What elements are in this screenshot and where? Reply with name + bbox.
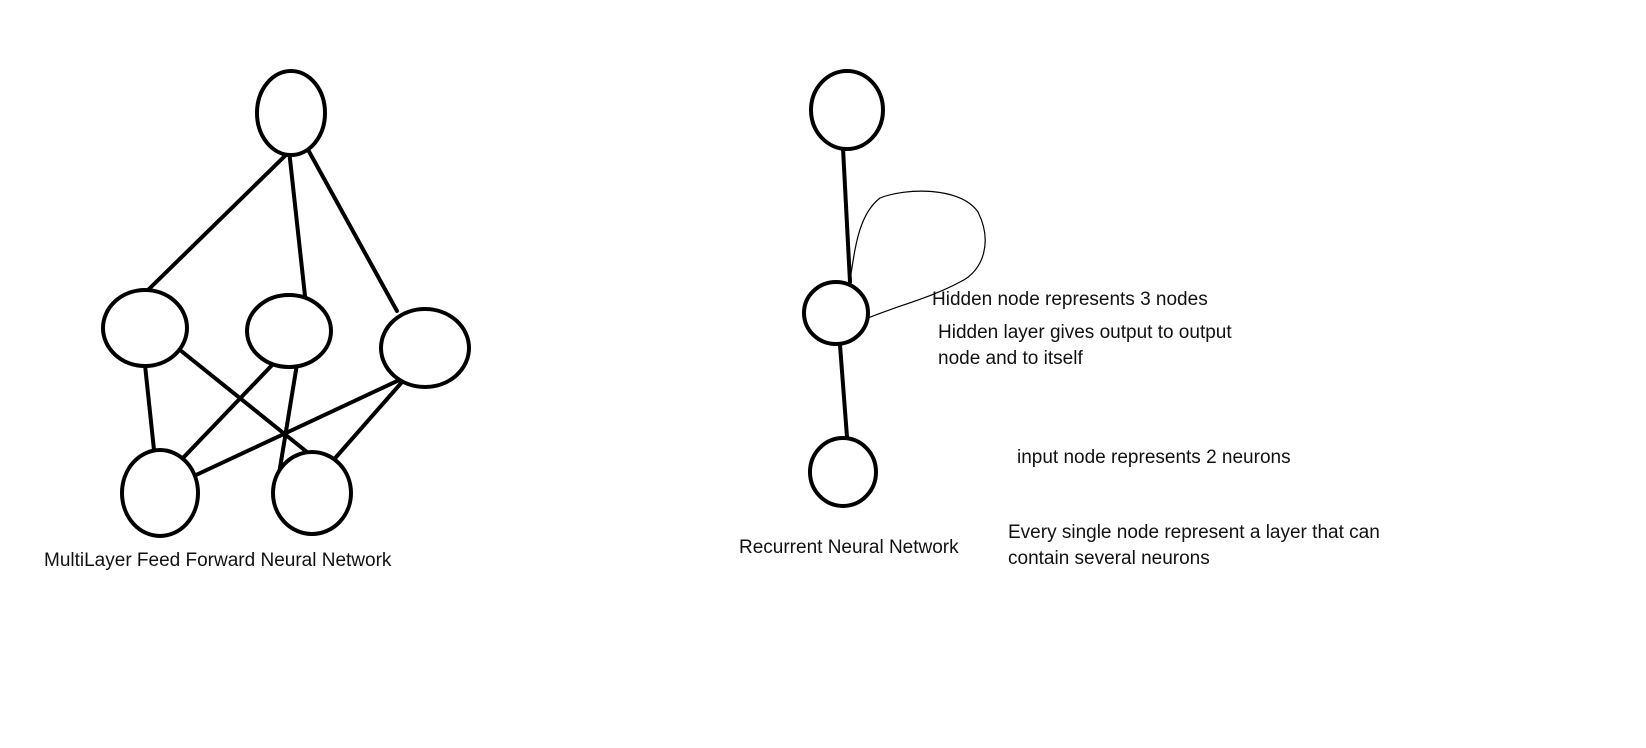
ffnn-edge-output-to-hidden-3 xyxy=(304,144,399,313)
ffnn-node-input-1 xyxy=(120,448,200,538)
rnn-edge-output-to-hidden xyxy=(841,146,852,284)
ffnn-edge-hidden-1-to-input-1 xyxy=(143,363,156,452)
ffnn-edge-hidden-2-to-input-2 xyxy=(277,362,299,476)
ffnn-node-output xyxy=(255,69,327,157)
rnn-node-input xyxy=(808,436,878,508)
rnn-self-loop-hidden xyxy=(849,190,986,319)
recurrent-network xyxy=(802,69,986,508)
every-node-note: Every single node represent a layer that… xyxy=(1008,522,1380,569)
input-node-note: input node represents 2 neurons xyxy=(1017,447,1291,468)
ffnn-edge-output-to-hidden-2 xyxy=(287,148,307,298)
feed-forward-network xyxy=(101,69,471,538)
rnn-node-output xyxy=(809,69,885,151)
ffnn-edge-hidden-2-to-input-1 xyxy=(180,359,278,461)
ffnn-edge-hidden-3-to-input-2 xyxy=(328,380,404,466)
hidden-node-note: Hidden node represents 3 nodes xyxy=(932,289,1208,310)
rnn-edge-hidden-to-input xyxy=(838,343,849,439)
ffnn-node-hidden-1 xyxy=(101,288,189,368)
ffnn-edge-hidden-3-to-input-1 xyxy=(194,373,412,477)
ffnn-node-hidden-3 xyxy=(379,307,471,389)
hidden-layer-note: Hidden layer gives output to output node… xyxy=(938,322,1232,369)
rnn-node-hidden xyxy=(802,280,870,346)
ffnn-edge-output-to-hidden-1 xyxy=(146,148,293,292)
ffnn-node-input-2 xyxy=(271,450,353,536)
feed-forward-caption: MultiLayer Feed Forward Neural Network xyxy=(44,550,392,571)
ffnn-node-hidden-2 xyxy=(245,293,333,369)
recurrent-caption: Recurrent Neural Network xyxy=(739,537,959,558)
